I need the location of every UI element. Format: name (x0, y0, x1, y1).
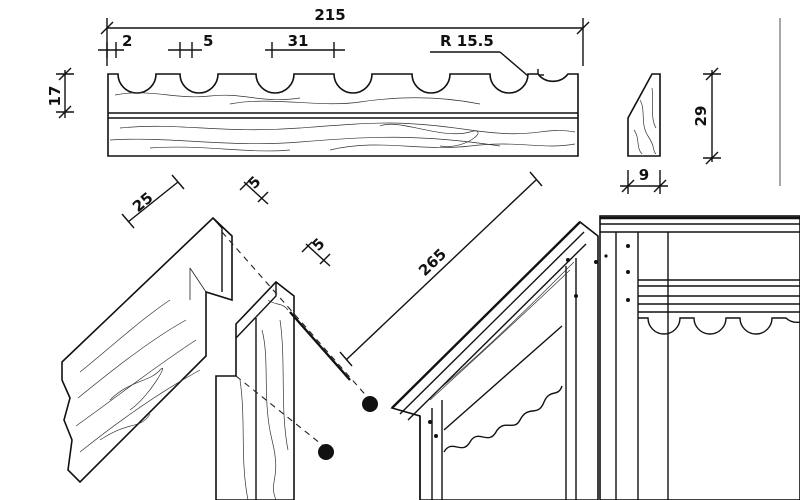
dim-notch-width: 31 (288, 32, 309, 50)
dim-overall-length: 215 (314, 6, 345, 24)
dim-profile-width: 9 (639, 166, 649, 184)
dim-board-height: 17 (46, 86, 64, 107)
dim-tenon-length: 25 (129, 189, 157, 216)
dim-tenon-offset-b: 5 (308, 234, 328, 254)
tenon-joint-exploded (61, 174, 378, 500)
profile-section (620, 18, 781, 194)
dim-edge-gap: 2 (122, 32, 132, 50)
dim-notch-gap: 5 (203, 32, 213, 50)
dim-radius: R 15.5 (440, 32, 494, 50)
dim-profile-height: 29 (692, 106, 710, 127)
frame-elevation (599, 215, 800, 500)
dim-diagonal-length: 265 (415, 245, 450, 280)
scalloped-board-elevation (56, 18, 590, 157)
dim-tenon-offset-a: 5 (244, 172, 264, 192)
frame-perspective (339, 171, 599, 500)
